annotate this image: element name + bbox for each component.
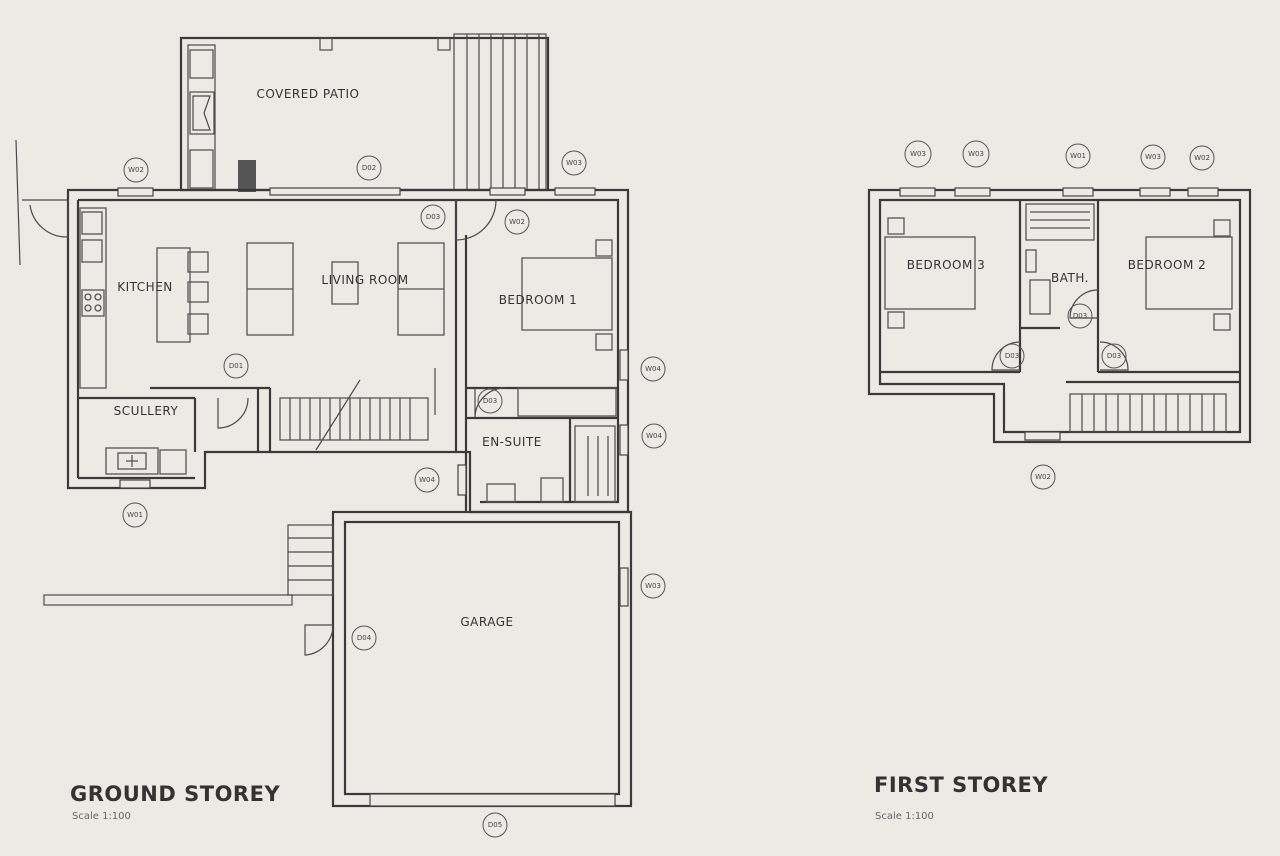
door-tag-d03: D03: [425, 213, 441, 221]
door-tag-d03-left: D03: [1004, 352, 1020, 360]
window-tag-w02: W02: [128, 166, 144, 174]
window-tag-w02-a: W02: [1194, 154, 1210, 162]
room-label-bedroom-3: BEDROOM 3: [906, 258, 986, 272]
room-label-living-room: LIVING ROOM: [321, 273, 409, 287]
window-tag-w02-bedroom: W02: [509, 218, 525, 226]
door-tag-d03-right: D03: [1106, 352, 1122, 360]
ground-storey-scale: Scale 1:100: [72, 811, 131, 822]
door-tag-d01: D01: [228, 362, 244, 370]
first-storey-title: FIRST STOREY: [874, 773, 1049, 797]
room-label-covered-patio: COVERED PATIO: [256, 87, 360, 101]
window-tag-w04-2: W04: [646, 432, 662, 440]
door-tag-d02: D02: [361, 164, 377, 172]
window-tag-w03: W03: [566, 159, 582, 167]
window-tag-w04: W04: [645, 365, 661, 373]
room-label-garage: GARAGE: [460, 615, 514, 629]
door-tag-d04: D04: [356, 634, 372, 642]
room-label-en-suite: EN-SUITE: [482, 435, 542, 449]
door-tag-d05: D05: [487, 821, 503, 829]
window-tag-w04-mid: W04: [419, 476, 435, 484]
window-tag-w01: W01: [127, 511, 143, 519]
window-tag-w01-first: W01: [1070, 152, 1086, 160]
window-tag-w03-c: W03: [1145, 153, 1161, 161]
first-storey-plan: [867, 140, 1252, 490]
ground-storey-title: GROUND STOREY: [70, 782, 281, 806]
ground-storey-plan: [15, 33, 667, 838]
window-tag-w03-a: W03: [910, 150, 926, 158]
door-tag-d03-bath: D03: [1072, 312, 1088, 320]
room-label-bedroom-1: BEDROOM 1: [498, 293, 578, 307]
room-label-bath: BATH.: [1051, 271, 1089, 285]
window-tag-w02-bottom: W02: [1035, 473, 1051, 481]
window-tag-w03-b: W03: [968, 150, 984, 158]
room-label-kitchen: KITCHEN: [117, 280, 173, 294]
door-tag-d03-ensuite: D03: [482, 397, 498, 405]
room-label-scullery: SCULLERY: [113, 404, 179, 418]
first-storey-scale: Scale 1:100: [875, 811, 934, 822]
window-tag-w03-garage: W03: [645, 582, 661, 590]
room-label-bedroom-2: BEDROOM 2: [1127, 258, 1207, 272]
